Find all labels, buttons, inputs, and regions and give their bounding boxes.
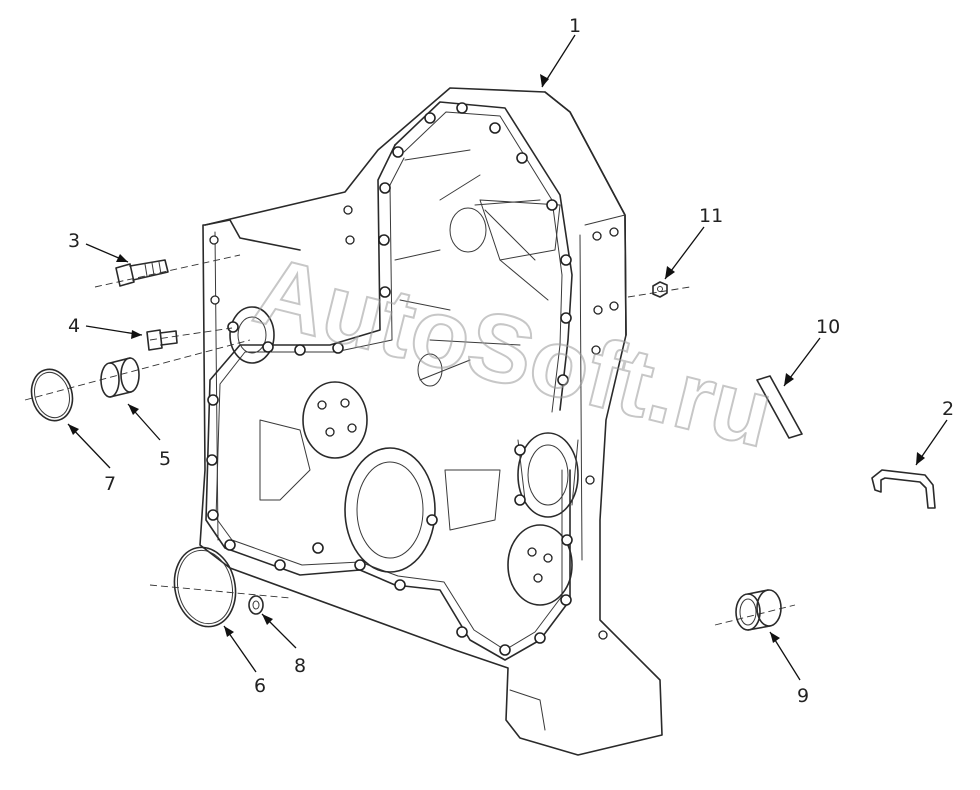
strip-part-10 bbox=[756, 375, 803, 439]
sleeve-part-9 bbox=[735, 589, 782, 631]
callout-2: 2 bbox=[942, 398, 954, 420]
leader-lines bbox=[67, 34, 948, 681]
callout-11: 11 bbox=[699, 205, 723, 227]
nut-part-11 bbox=[652, 281, 668, 298]
callout-5: 5 bbox=[159, 448, 171, 470]
callout-3: 3 bbox=[68, 230, 80, 252]
callout-8: 8 bbox=[294, 655, 306, 677]
callout-9: 9 bbox=[797, 685, 809, 707]
callout-4: 4 bbox=[68, 315, 80, 337]
callout-6: 6 bbox=[254, 675, 266, 697]
bracket-part-2 bbox=[871, 469, 936, 509]
callout-labels: 1 2 3 4 5 6 7 8 9 10 11 bbox=[68, 15, 954, 707]
plug-part-4 bbox=[146, 329, 178, 351]
callout-7: 7 bbox=[104, 473, 116, 495]
seal-part-5 bbox=[100, 357, 140, 398]
o-ring-part-7 bbox=[30, 368, 74, 422]
callout-10: 10 bbox=[816, 316, 840, 338]
o-ring-part-6 bbox=[173, 546, 237, 628]
callout-1: 1 bbox=[569, 15, 581, 37]
washer-part-8 bbox=[248, 595, 264, 615]
gear-housing bbox=[199, 87, 663, 756]
capscrew-part-3 bbox=[115, 259, 169, 287]
